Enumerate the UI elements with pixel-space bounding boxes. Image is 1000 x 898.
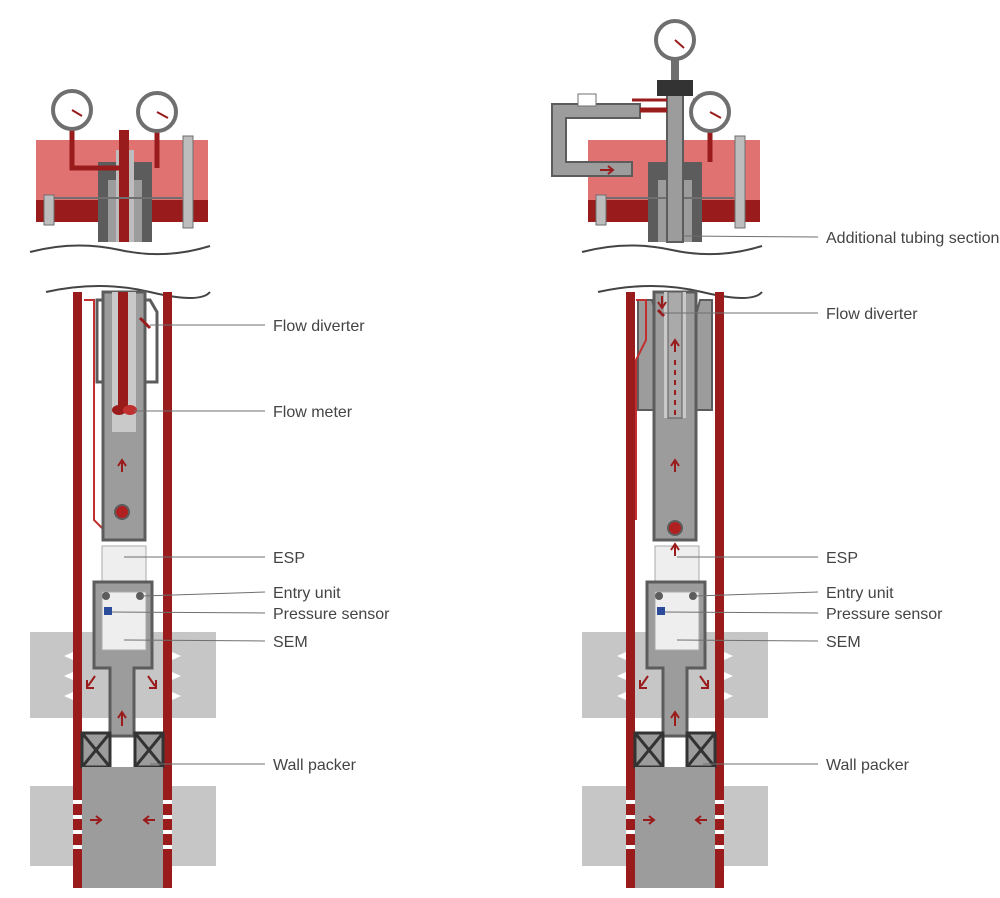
entry-port — [102, 592, 110, 600]
perforations — [64, 652, 181, 849]
label-additional-tubing-section: Additional tubing section — [826, 230, 999, 247]
label-flow-diverter: Flow diverter — [826, 306, 918, 323]
label-sem: SEM — [826, 634, 861, 651]
section-break-line — [581, 244, 763, 256]
label-flow-diverter: Flow diverter — [273, 318, 365, 335]
label-esp: ESP — [826, 550, 858, 567]
label-esp: ESP — [273, 550, 305, 567]
lower-wellbore — [635, 767, 715, 888]
wellhead — [36, 122, 208, 242]
flow-arrow-icon — [86, 458, 157, 825]
bypass-flow-line — [84, 299, 105, 531]
entry-port — [689, 592, 697, 600]
label-flow-meter: Flow meter — [273, 404, 353, 421]
leader-lines — [662, 235, 819, 765]
flow-diverter-valve — [138, 316, 152, 330]
wellhead — [551, 80, 760, 243]
flow-meter — [112, 405, 137, 415]
casing-wall-right — [163, 292, 172, 888]
casing-wall-right — [715, 292, 724, 888]
section-break-line — [597, 285, 763, 299]
entry-port — [136, 592, 144, 600]
pressure-sensor-marker — [657, 607, 665, 615]
pressure-gauge-icon — [654, 19, 696, 80]
additional-tubing-section — [666, 91, 684, 243]
pressure-gauge-icon — [689, 91, 731, 133]
sem-motor — [654, 591, 700, 651]
check-valve — [114, 504, 130, 520]
pressure-gauge-icon — [51, 89, 93, 131]
right-well-diagram: Additional tubing section Flow diverter … — [551, 19, 999, 888]
left-well-diagram: Flow diverter Flow meter ESP Entry unit … — [29, 89, 390, 888]
label-wall-packer: Wall packer — [273, 757, 357, 774]
section-break-line — [45, 285, 211, 299]
section-break-line — [29, 244, 211, 256]
casing-wall-left — [73, 292, 82, 888]
wall-packer — [633, 731, 717, 769]
pressure-gauge-icon — [136, 91, 178, 133]
label-wall-packer: Wall packer — [826, 757, 910, 774]
esp-pump — [101, 545, 147, 585]
label-sem: SEM — [273, 634, 308, 651]
wall-packer — [80, 731, 165, 769]
bypass-flow-line — [635, 299, 647, 520]
flow-arrow-icon — [600, 165, 709, 825]
perforations — [617, 652, 733, 849]
sem-motor — [101, 591, 147, 651]
lower-wellbore — [82, 767, 163, 888]
logging-cable — [118, 292, 128, 408]
flow-diverter-valve — [656, 308, 666, 318]
casing-wall-left — [626, 292, 635, 888]
label-entry-unit: Entry unit — [273, 585, 341, 602]
pressure-sensor-marker — [104, 607, 112, 615]
label-pressure-sensor: Pressure sensor — [273, 606, 390, 623]
entry-port — [655, 592, 663, 600]
inner-tubing — [667, 291, 683, 419]
check-valve — [667, 520, 683, 536]
esp-pump — [654, 545, 700, 585]
label-pressure-sensor: Pressure sensor — [826, 606, 943, 623]
leader-lines — [111, 324, 266, 765]
label-entry-unit: Entry unit — [826, 585, 894, 602]
